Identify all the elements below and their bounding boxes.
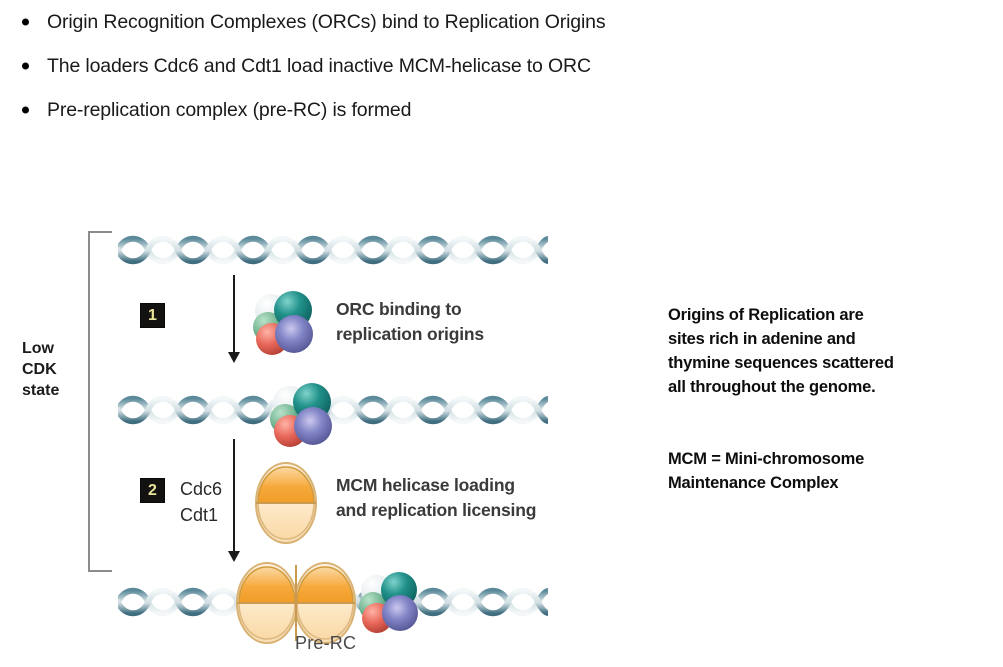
note-line: thymine sequences scattered bbox=[668, 354, 894, 372]
step-1-arrow bbox=[226, 275, 242, 363]
prerc-label: Pre-RC bbox=[295, 633, 357, 653]
mcm-note: MCM = Mini-chromosome Maintenance Comple… bbox=[668, 447, 998, 495]
bullet-text: The loaders Cdc6 and Cdt1 load inactive … bbox=[47, 54, 591, 77]
step-2-badge: 2 bbox=[140, 478, 165, 503]
list-item: Origin Recognition Complexes (ORCs) bind… bbox=[0, 0, 720, 44]
bullet-text: Pre-replication complex (pre-RC) is form… bbox=[47, 98, 412, 121]
step-2-caption: MCM helicase loading and replication lic… bbox=[336, 473, 536, 523]
replication-origin-licensing-diagram: Low CDK state 1 ORC binding to rep bbox=[10, 205, 620, 667]
loader-label: Cdt1 bbox=[180, 505, 219, 525]
caption-line: ORC binding to bbox=[336, 299, 462, 319]
orc-complex-prerc-icon bbox=[354, 567, 424, 644]
caption-line: and replication licensing bbox=[336, 500, 537, 520]
step-1-caption: ORC binding to replication origins bbox=[336, 297, 484, 347]
note-line: MCM = Mini-chromosome bbox=[668, 450, 865, 468]
bullet-dot-icon bbox=[22, 62, 29, 70]
note-line: Maintenance Complex bbox=[668, 474, 839, 492]
mcm-helicase-icon bbox=[248, 461, 324, 550]
mcm-double-hexamer-icon bbox=[232, 561, 362, 650]
dna-strand-middle bbox=[118, 393, 548, 427]
bullet-text: Origin Recognition Complexes (ORCs) bind… bbox=[47, 10, 606, 33]
low-cdk-state-label: Low CDK state bbox=[22, 338, 84, 401]
loader-protein-labels: Cdc6 Cdt1 bbox=[180, 476, 222, 528]
orc-complex-icon bbox=[248, 287, 318, 364]
caption-line: MCM helicase loading bbox=[336, 475, 515, 495]
cdk-label-line: CDK bbox=[22, 361, 57, 378]
side-notes: Origins of Replication are sites rich in… bbox=[668, 303, 998, 495]
cdk-label-line: state bbox=[22, 382, 60, 399]
cdk-label-line: Low bbox=[22, 340, 54, 357]
bullet-list: Origin Recognition Complexes (ORCs) bind… bbox=[0, 0, 720, 132]
step-1-badge: 1 bbox=[140, 303, 165, 328]
bullet-dot-icon bbox=[22, 18, 29, 26]
origins-note: Origins of Replication are sites rich in… bbox=[668, 303, 998, 399]
note-line: sites rich in adenine and bbox=[668, 330, 856, 348]
bullet-dot-icon bbox=[22, 106, 29, 114]
note-line: all throughout the genome. bbox=[668, 378, 876, 396]
list-item: The loaders Cdc6 and Cdt1 load inactive … bbox=[0, 44, 720, 88]
loader-label: Cdc6 bbox=[180, 479, 223, 499]
caption-line: replication origins bbox=[336, 324, 484, 344]
list-item: Pre-replication complex (pre-RC) is form… bbox=[0, 88, 720, 132]
step-2-arrow bbox=[226, 439, 242, 563]
dna-strand-top bbox=[118, 233, 548, 267]
note-line: Origins of Replication are bbox=[668, 306, 864, 324]
phase-bracket bbox=[88, 231, 112, 572]
orc-complex-bound-icon bbox=[265, 378, 337, 457]
